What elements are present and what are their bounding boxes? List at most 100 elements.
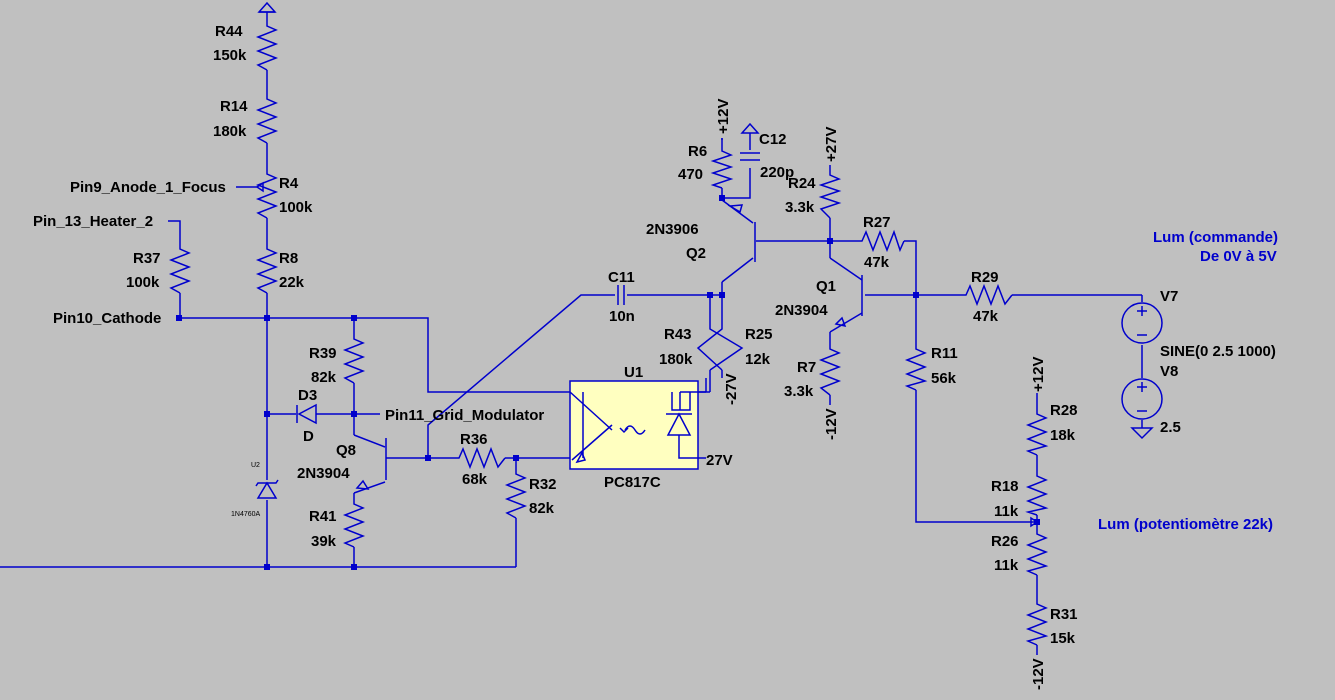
net-minus27v: -27V <box>723 373 740 405</box>
junctions <box>176 195 1040 570</box>
resistors <box>168 22 1049 646</box>
r18-symbol <box>1025 472 1049 516</box>
c11-value: 10n <box>609 308 635 325</box>
r39-symbol <box>342 335 366 384</box>
v7-value: SINE(0 2.5 1000) <box>1160 343 1276 360</box>
d3-value: D <box>303 428 314 445</box>
r31-name: R31 <box>1050 606 1078 623</box>
u2-value: 1N4760A <box>231 511 261 518</box>
net-plus27v-r24: +27V <box>823 127 840 162</box>
wires <box>0 12 1143 655</box>
r41-name: R41 <box>309 508 337 525</box>
note-lum-range: De 0V à 5V <box>1200 248 1277 265</box>
r8-symbol <box>255 245 279 294</box>
r39-value: 82k <box>311 369 337 386</box>
r7-symbol <box>818 345 842 396</box>
r26-name: R26 <box>991 533 1019 550</box>
v8-source <box>1121 378 1163 440</box>
r24-symbol <box>818 172 842 219</box>
net-pin9: Pin9_Anode_1_Focus <box>70 179 226 196</box>
v7-name: V7 <box>1160 288 1178 305</box>
r43-name: R43 <box>664 326 692 343</box>
r43-symbol <box>709 325 744 371</box>
r28-symbol <box>1025 410 1049 456</box>
q2-symbol <box>727 204 756 262</box>
net-plus12v-r28: +12V <box>1030 357 1047 392</box>
q1-name: Q1 <box>816 278 836 295</box>
r27-name: R27 <box>863 214 891 231</box>
net-labels: Pin9_Anode_1_Focus Pin_13_Heater_2 Pin10… <box>33 99 1047 690</box>
r31-value: 15k <box>1050 630 1076 647</box>
c12-symbol <box>740 122 760 161</box>
r41-symbol <box>342 500 366 548</box>
net-pin13: Pin_13_Heater_2 <box>33 213 153 230</box>
supply-arrow-top <box>257 1 277 13</box>
c12-value: 220p <box>760 164 794 181</box>
r14-name: R14 <box>220 98 248 115</box>
note-lum-potentiometre: Lum (potentiomètre 22k) <box>1098 516 1273 533</box>
r14-symbol <box>255 95 279 144</box>
q1-symbol <box>834 275 863 328</box>
net-minus12v-r31: -12V <box>1030 658 1047 690</box>
r37-name: R37 <box>133 250 161 267</box>
r25-name: R25 <box>745 326 773 343</box>
r7-value: 3.3k <box>784 383 814 400</box>
c12-name: C12 <box>759 131 787 148</box>
net-plus12v-r6: +12V <box>715 99 732 134</box>
r6-symbol <box>710 148 734 189</box>
r8-value: 22k <box>279 274 305 291</box>
c11-name: C11 <box>608 269 635 286</box>
net-pin11: Pin11_Grid_Modulator <box>385 407 544 424</box>
u1-optocoupler <box>569 380 699 470</box>
r18-value: 11k <box>994 503 1019 520</box>
q8-name: Q8 <box>336 442 356 459</box>
note-lum-commande: Lum (commande) <box>1153 229 1278 246</box>
r25-value: 12k <box>745 351 771 368</box>
v8-value: 2.5 <box>1160 419 1181 436</box>
r27-value: 47k <box>864 254 890 271</box>
c11-symbol <box>617 285 625 305</box>
r31-symbol <box>1025 600 1049 646</box>
symbols <box>255 1 1163 499</box>
r36-value: 68k <box>462 471 488 488</box>
r32-value: 82k <box>529 500 555 517</box>
r24-value: 3.3k <box>785 199 815 216</box>
u1-value: PC817C <box>604 474 661 491</box>
r4-symbol <box>255 170 279 219</box>
r36-symbol <box>455 446 506 470</box>
comments: Lum (commande) De 0V à 5V Lum (potentiom… <box>1098 229 1278 533</box>
u1-name: U1 <box>624 364 643 381</box>
r29-name: R29 <box>971 269 999 286</box>
r11-symbol <box>904 345 928 391</box>
net-minus12v-r7: -12V <box>823 408 840 440</box>
r44-value: 150k <box>213 47 247 64</box>
r6-name: R6 <box>688 143 707 160</box>
r14-value: 180k <box>213 123 247 140</box>
r44-symbol <box>255 22 279 71</box>
r39-name: R39 <box>309 345 337 362</box>
v7-source <box>1121 302 1163 344</box>
r24-name: R24 <box>788 175 816 192</box>
q2-name: Q2 <box>686 245 706 262</box>
r28-name: R28 <box>1050 402 1078 419</box>
r32-name: R32 <box>529 476 557 493</box>
d3-name: D3 <box>298 387 317 404</box>
r25-symbol <box>696 325 723 371</box>
r29-symbol <box>962 283 1013 307</box>
r26-value: 11k <box>994 557 1019 574</box>
r4-value: 100k <box>279 199 313 216</box>
r27-symbol <box>858 229 905 253</box>
r7-name: R7 <box>797 359 816 376</box>
r44-name: R44 <box>215 23 243 40</box>
q8-value: 2N3904 <box>297 465 350 482</box>
r11-name: R11 <box>931 345 958 362</box>
r32-symbol <box>504 470 528 519</box>
r8-name: R8 <box>279 250 298 267</box>
r36-name: R36 <box>460 431 488 448</box>
net-pin10: Pin10_Cathode <box>53 310 161 327</box>
q8-symbol <box>355 438 387 490</box>
r26-symbol <box>1025 530 1049 576</box>
u2-zener-symbol <box>255 479 279 499</box>
component-labels: R44 150k R14 180k R4 100k R8 22k R37 100… <box>126 23 1276 647</box>
